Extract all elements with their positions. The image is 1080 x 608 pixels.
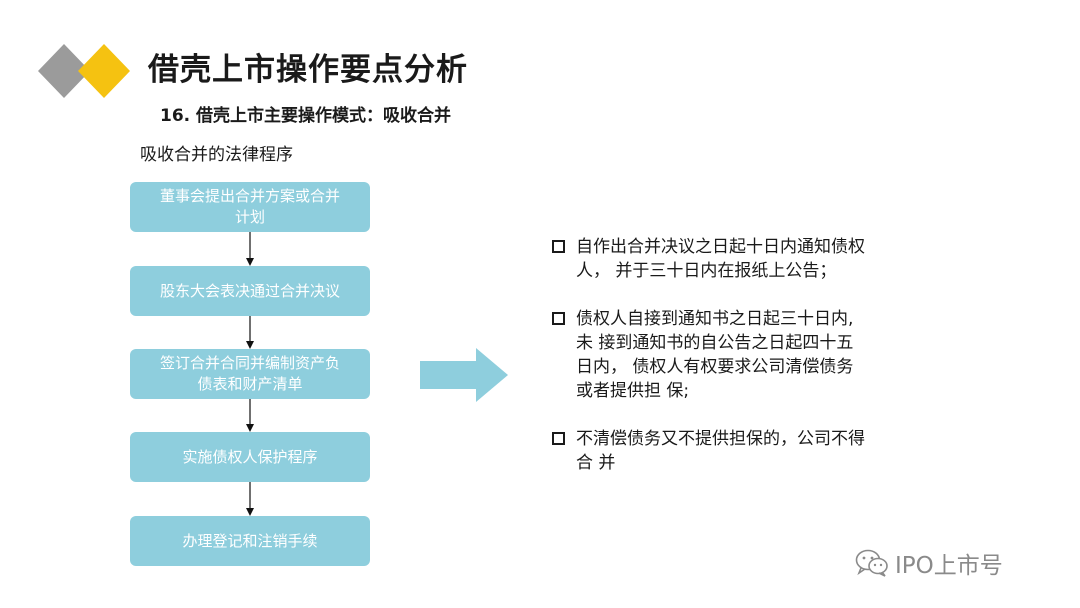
- flow-label: 吸收合并的法律程序: [140, 145, 293, 165]
- flow-step-5: 办理登记和注销手续: [130, 516, 370, 566]
- note-item: 自作出合并决议之日起十日内通知债权 人， 并于三十日内在报纸上公告；: [550, 235, 930, 283]
- watermark: IPO上市号: [855, 546, 1003, 580]
- flow-step-text: 股东大会表决通过合并决议: [159, 281, 340, 300]
- note-text: 自作出合并决议之日起十日内通知债权 人， 并于三十日内在报纸上公告；: [576, 237, 865, 281]
- down-arrow-icon: [246, 316, 254, 349]
- flow-step-text: 实施债权人保护程序: [182, 447, 318, 466]
- flow-step-text: 办理登记和注销手续: [182, 531, 318, 550]
- flow-step-4: 实施债权人保护程序: [130, 432, 370, 482]
- flow-step-text: 董事会提出合并方案或合并: [159, 187, 340, 205]
- flow-step-text: 签订合并合同并编制资产负: [159, 354, 340, 372]
- notes-list: 自作出合并决议之日起十日内通知债权 人， 并于三十日内在报纸上公告； 债权人自接…: [550, 235, 930, 499]
- square-bullet-icon: [552, 432, 565, 445]
- page-title: 借壳上市操作要点分析: [148, 52, 468, 88]
- note-text: 不清偿债务又不提供担保的，公司不得 合 并: [576, 429, 865, 473]
- square-bullet-icon: [552, 312, 565, 325]
- flow-step-3: 签订合并合同并编制资产负 债表和财产清单: [130, 349, 370, 399]
- down-arrow-icon: [246, 482, 254, 516]
- note-item: 债权人自接到通知书之日起三十日内, 未 接到通知书的自公告之日起四十五 日内， …: [550, 307, 930, 403]
- gray-diamond: [38, 44, 90, 98]
- down-arrow-icon: [246, 232, 254, 266]
- flow-step-text: 计划: [234, 208, 265, 226]
- page-subtitle: 16. 借壳上市主要操作模式：吸收合并: [160, 106, 452, 126]
- yellow-diamond: [78, 44, 130, 98]
- diamond-logo: [38, 44, 130, 98]
- wechat-icon: [855, 549, 888, 577]
- right-arrow-icon: [420, 348, 508, 402]
- flow-step-2: 股东大会表决通过合并决议: [130, 266, 370, 316]
- square-bullet-icon: [552, 240, 565, 253]
- note-text: 债权人自接到通知书之日起三十日内, 未 接到通知书的自公告之日起四十五 日内， …: [576, 309, 854, 401]
- flow-step-1: 董事会提出合并方案或合并 计划: [130, 182, 370, 232]
- note-item: 不清偿债务又不提供担保的，公司不得 合 并: [550, 427, 930, 475]
- flow-step-text: 债表和财产清单: [197, 375, 303, 393]
- watermark-text: IPO上市号: [895, 553, 1003, 579]
- down-arrow-icon: [246, 399, 254, 432]
